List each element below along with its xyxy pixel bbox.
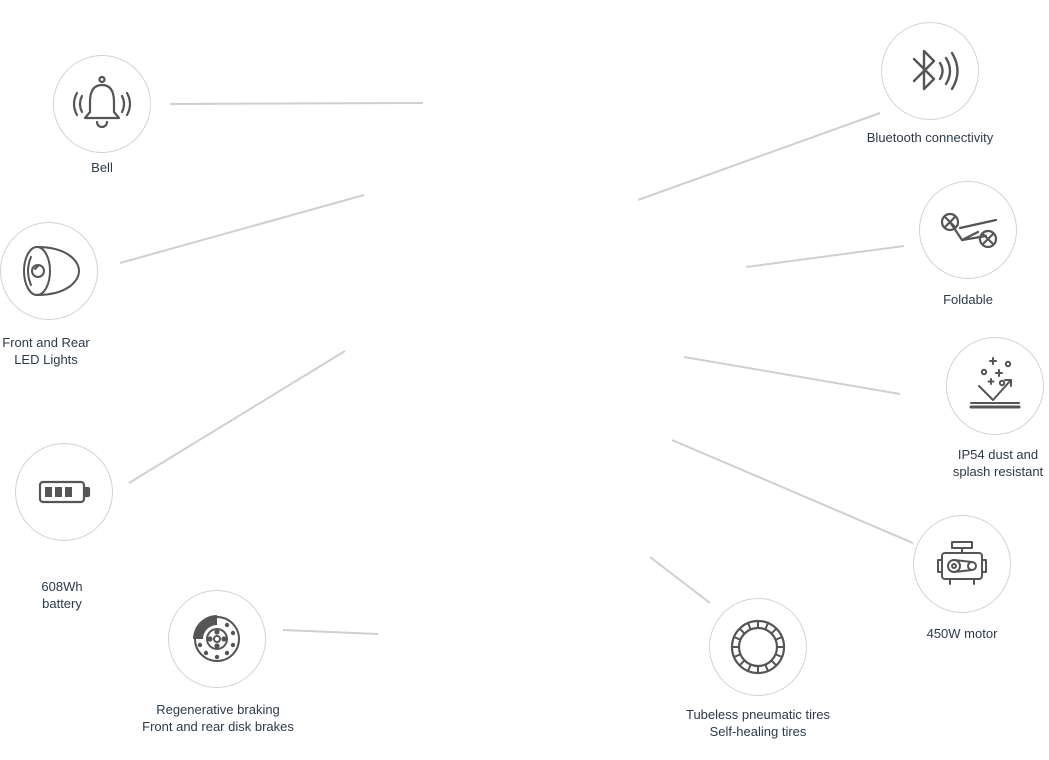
tire-icon — [730, 619, 786, 675]
splash-resistant-icon — [969, 357, 1021, 409]
connector-line-bell — [169, 102, 424, 105]
connector-line-foldable — [745, 245, 905, 268]
battery-icon — [38, 480, 91, 504]
bluetooth-label: Bluetooth connectivity — [866, 130, 994, 145]
bluetooth-feature-circle — [881, 22, 979, 120]
bell-label: Bell — [91, 160, 113, 175]
lights-feature-circle — [0, 222, 98, 320]
disk-brake-icon — [193, 615, 240, 662]
brakes-label: Regenerative braking Front and rear disk… — [142, 702, 294, 734]
connector-line-battery — [128, 350, 346, 484]
foldable-feature-circle — [919, 181, 1017, 279]
tires-label: Tubeless pneumatic tires Self-healing ti… — [685, 707, 831, 739]
connector-line-brakes — [282, 629, 379, 635]
brakes-feature-circle — [168, 590, 266, 688]
folding-scooter-icon — [940, 212, 998, 249]
connector-line-ip54 — [683, 356, 901, 395]
connector-line-motor — [671, 439, 914, 544]
connector-line-lights — [119, 194, 365, 264]
battery-label: 608Wh battery — [41, 579, 83, 611]
foldable-label: Foldable — [943, 292, 993, 307]
connector-line-bluetooth — [637, 112, 881, 201]
bluetooth-icon — [912, 49, 959, 91]
headlight-icon — [23, 246, 80, 296]
motor-feature-circle — [913, 515, 1011, 613]
tires-feature-circle — [709, 598, 807, 696]
connector-line-tires — [649, 556, 711, 604]
bell-icon — [72, 75, 132, 129]
motor-icon — [937, 541, 987, 585]
motor-label: 450W motor — [926, 626, 998, 641]
ip54-feature-circle — [946, 337, 1044, 435]
bell-feature-circle — [53, 55, 151, 153]
battery-feature-circle — [15, 443, 113, 541]
lights-label: Front and Rear LED Lights — [2, 335, 90, 367]
ip54-label: IP54 dust and splash resistant — [952, 447, 1044, 479]
